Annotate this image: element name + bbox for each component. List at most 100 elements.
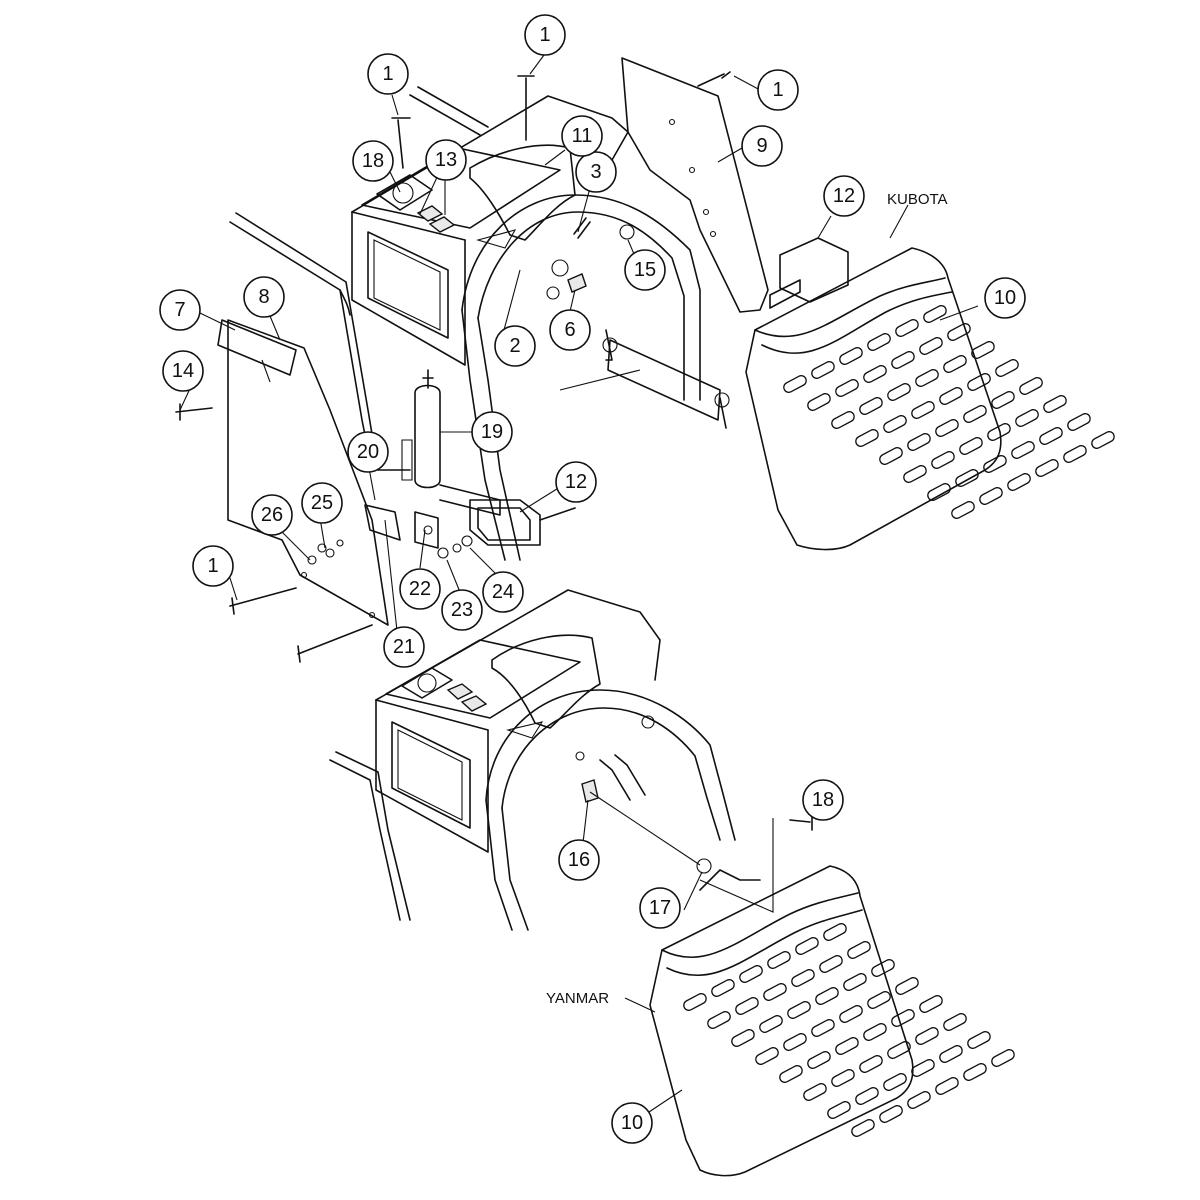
grille-slot [983, 455, 1007, 473]
svg-text:3: 3 [590, 161, 601, 183]
callout-18: 18 [802, 779, 844, 821]
grille-slot [823, 923, 847, 941]
callout-25: 25 [301, 482, 343, 524]
grille-slot [967, 373, 991, 391]
grille-slot [915, 369, 939, 387]
grille-slot [859, 397, 883, 415]
brand-label-kubota: KUBOTA [887, 191, 948, 239]
svg-text:15: 15 [634, 259, 656, 281]
svg-text:9: 9 [756, 135, 767, 157]
callout-19: 19 [471, 411, 513, 453]
svg-text:14: 14 [172, 360, 194, 382]
callouts: 1 1 1 1 2 3 6 7 8 9 10 10 11 12 12 13 14… [159, 14, 1026, 1144]
callout-12: 12 [823, 175, 865, 217]
callout-7: 7 [159, 289, 201, 331]
svg-text:21: 21 [393, 636, 415, 658]
grille-slot [851, 1119, 875, 1137]
callout-24: 24 [482, 571, 524, 613]
grille-slot [991, 391, 1015, 409]
grille-slot [947, 323, 971, 341]
callout-11: 11 [561, 115, 603, 157]
svg-text:16: 16 [568, 849, 590, 871]
grille-slot [895, 319, 919, 337]
grille-slot [1019, 377, 1043, 395]
grille-slot [879, 1105, 903, 1123]
svg-text:1: 1 [382, 63, 393, 85]
callout-21: 21 [383, 626, 425, 668]
svg-text:1: 1 [772, 79, 783, 101]
brand-label-yanmar: YANMAR [546, 990, 656, 1013]
grille-slot [903, 465, 927, 483]
grille-slot [955, 469, 979, 487]
grille-slot [707, 1011, 731, 1029]
grille-slot [991, 1049, 1015, 1067]
grille-slot [895, 977, 919, 995]
grille-slot [815, 987, 839, 1005]
grille-slot [783, 375, 807, 393]
grille-slot [787, 1001, 811, 1019]
grille-slot [711, 979, 735, 997]
grille-slot [963, 405, 987, 423]
callout-23: 23 [441, 589, 483, 631]
callout-10: 10 [984, 277, 1026, 319]
callout-6: 6 [549, 309, 591, 351]
grille-slot [1011, 441, 1035, 459]
svg-text:25: 25 [311, 492, 333, 514]
svg-text:19: 19 [481, 421, 503, 443]
grille-slot [807, 393, 831, 411]
grille-slot [891, 351, 915, 369]
grille-slot [1015, 409, 1039, 427]
yanmar-label: YANMAR [546, 990, 609, 1007]
grille-slot [759, 1015, 783, 1033]
grille-slot [1067, 413, 1091, 431]
grille-slot [871, 959, 895, 977]
grille-slot [739, 965, 763, 983]
grille-slot [995, 359, 1019, 377]
grille-slot [827, 1101, 851, 1119]
grille-slot [1035, 459, 1059, 477]
grille-slot [939, 387, 963, 405]
grille-slot [863, 1023, 887, 1041]
grille-slot [939, 1045, 963, 1063]
svg-text:11: 11 [572, 125, 593, 147]
svg-text:26: 26 [261, 504, 283, 526]
grille-slot [783, 1033, 807, 1051]
grille-slot [1063, 445, 1087, 463]
grille-slot [779, 1065, 803, 1083]
grille-slot [943, 1013, 967, 1031]
grille-slot [907, 1091, 931, 1109]
grille-slot [927, 483, 951, 501]
grille-slot [839, 1005, 863, 1023]
kubota-label: KUBOTA [887, 191, 948, 208]
grille-slot [803, 1083, 827, 1101]
leader-lines [179, 54, 979, 1117]
grille-slot [795, 937, 819, 955]
grille-slot [859, 1055, 883, 1073]
svg-text:18: 18 [362, 150, 384, 172]
callout-1: 1 [367, 53, 409, 95]
grille-slot [791, 969, 815, 987]
callout-22: 22 [399, 568, 441, 610]
grille-slot [855, 429, 879, 447]
grille-slot [819, 955, 843, 973]
grille-slot [843, 973, 867, 991]
grille-slot [1091, 431, 1115, 449]
grille-slot [963, 1063, 987, 1081]
svg-text:12: 12 [565, 471, 587, 493]
callout-3: 3 [575, 151, 617, 193]
grille-slot [835, 1037, 859, 1055]
grille-slot [847, 941, 871, 959]
callout-13: 13 [425, 139, 467, 181]
grille-slot [887, 1041, 911, 1059]
svg-text:18: 18 [812, 789, 834, 811]
grille-slot [919, 337, 943, 355]
grille-slot [907, 433, 931, 451]
svg-text:24: 24 [492, 581, 514, 603]
callout-8: 8 [243, 276, 285, 318]
grille-slot [915, 1027, 939, 1045]
grille-slot [879, 447, 903, 465]
callout-16: 16 [558, 839, 600, 881]
grille-slot [735, 997, 759, 1015]
svg-text:17: 17 [649, 897, 671, 919]
